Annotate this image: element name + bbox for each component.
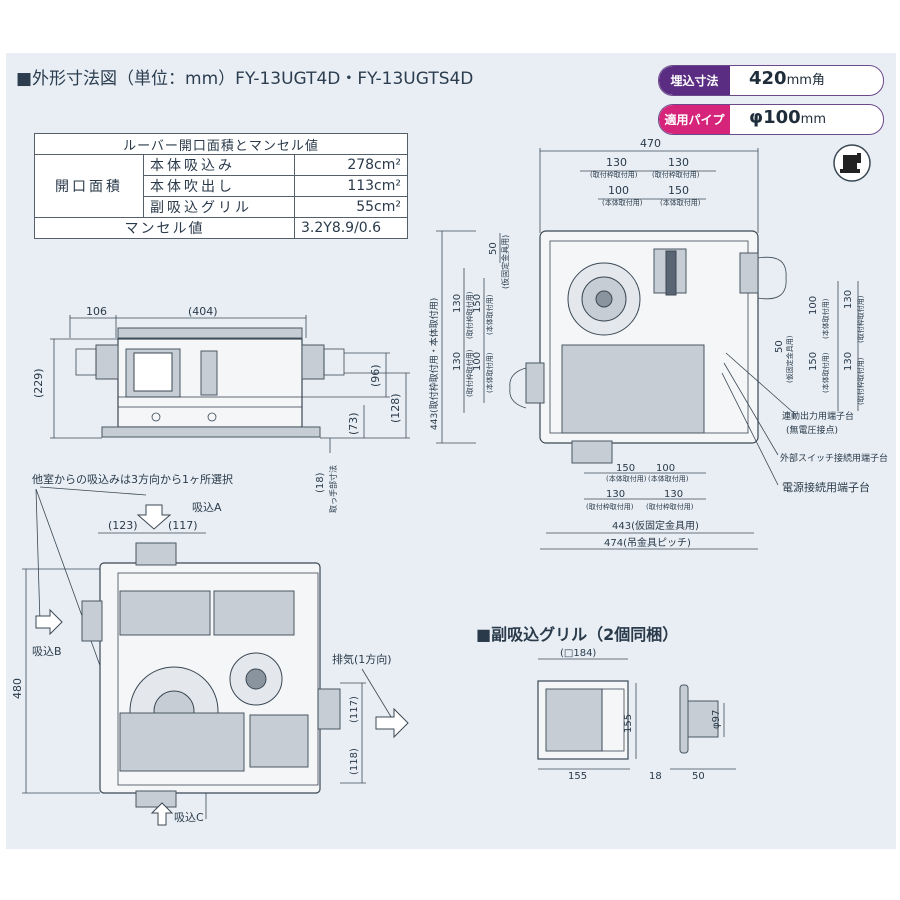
dim-right-note-150: (本体取付用): [821, 352, 830, 393]
intake-a-label: 吸込A: [192, 501, 222, 514]
dim-top-100: 100: [608, 184, 629, 197]
dim-grille-155h: 155: [568, 771, 587, 782]
dim-bottom-150: 150: [616, 463, 635, 474]
top-view: 470 130 130 (取付枠取付用) (取付枠取付用) 100 150 (本…: [428, 137, 888, 550]
dim-grille-155v: 155: [623, 714, 634, 733]
dim-grille-18: 18: [649, 771, 662, 782]
dim-left-note-50: (仮固定金具用): [500, 235, 510, 289]
munsell-label: マンセル値: [34, 217, 295, 239]
opening-area-label: 開口面積: [34, 154, 144, 218]
dim-left-50: 50: [488, 242, 499, 255]
grille-title: ■副吸込グリル（2個同梱）: [476, 625, 678, 644]
dim-left-150: 150: [472, 294, 483, 313]
spec-value: 420mm角: [749, 68, 825, 89]
row-value: 113cm²: [294, 175, 408, 197]
dim-side-73: (73): [347, 412, 360, 435]
spec-value: φ100mm: [749, 107, 826, 128]
dim-side-128: (128): [389, 393, 402, 423]
spec-embed-size: 埋込寸法 420mm角: [658, 65, 884, 96]
dim-bottom-note-130a: (取付枠取付用): [586, 502, 634, 511]
dim-bottom-note-130b: (取付枠取付用): [646, 502, 694, 511]
handle-note: 取っ手部寸法: [328, 465, 338, 513]
dim-left-100: 100: [472, 352, 483, 371]
dim-top-note-c: (本体取付用): [602, 198, 643, 207]
dim-right-100: 100: [808, 296, 819, 315]
dim-bottom-note-150: (本体取付用): [606, 474, 647, 483]
duct-icon: [833, 144, 871, 182]
dim-plan-480: 480: [11, 678, 24, 699]
page-title: ■外形寸法図（単位：mm）FY-13UGT4D・FY-13UGTS4D: [16, 69, 474, 89]
dim-top-130b: 130: [668, 156, 689, 169]
dim-bottom-note-100: (本体取付用): [648, 474, 689, 483]
dim-top-150: 150: [668, 184, 689, 197]
dim-right-130a: 130: [843, 290, 854, 309]
dim-left-note-100: (本体取付用): [485, 352, 494, 393]
drawing-sheet: ■外形寸法図（単位：mm）FY-13UGT4D・FY-13UGTS4D 埋込寸法…: [6, 53, 896, 849]
dim-top-130a: 130: [606, 156, 627, 169]
dim-side-18: (18): [315, 472, 326, 493]
dim-left-443: 443(取付枠取付用・本体取付用): [428, 298, 440, 430]
dim-top-470: 470: [640, 137, 661, 150]
dim-right-note-50: (仮固定金具用): [785, 335, 794, 383]
dim-grille-50: 50: [692, 771, 705, 782]
dim-bottom-130a: 130: [606, 489, 625, 500]
technical-drawing: 106 (404) (229) (96): [11, 137, 888, 826]
dim-plan-118: (118): [349, 748, 360, 775]
callout-external-switch: 外部スイッチ接続用端子台: [780, 452, 888, 464]
spec-pipe: 適用パイプ φ100mm: [658, 104, 884, 135]
row-value: 278cm²: [294, 154, 408, 176]
dim-top-note-b: (取付枠取付用): [652, 170, 700, 179]
dim-left-note-130b: (取付枠取付用): [465, 349, 474, 397]
dim-grille-phi97: φ97: [711, 710, 722, 729]
dim-bottom-474: 474(吊金具ピッチ): [604, 536, 691, 549]
plan-view: 他室からの吸込みは3方向から1ヶ所選択 吸込A (123) (117): [11, 472, 409, 826]
dim-left-note-130a: (取付枠取付用): [465, 291, 474, 339]
dim-left-130b: 130: [452, 352, 463, 371]
intake-note: 他室からの吸込みは3方向から1ヶ所選択: [32, 472, 233, 486]
dim-side-96: (96): [369, 364, 382, 387]
dim-bottom-443: 443(仮固定金具用): [612, 519, 699, 532]
row-label: 本体吹出し: [143, 175, 295, 197]
dim-bottom-100: 100: [656, 463, 675, 474]
louver-table: ルーバー開口面積とマンセル値 開口面積 本体吸込み 278cm² 本体吹出し 1…: [34, 133, 408, 239]
dim-plan-123: (123): [108, 519, 138, 532]
dim-top-note-a: (取付枠取付用): [590, 170, 638, 179]
dim-right-note-130a: (取付枠取付用): [856, 295, 865, 343]
dim-right-50: 50: [774, 340, 785, 353]
callout-interlock: 連動出力用端子台: [782, 410, 854, 422]
side-view: 106 (404) (229) (96): [32, 305, 410, 513]
intake-b-label: 吸込B: [32, 645, 62, 658]
dim-left-130a: 130: [452, 294, 463, 313]
munsell-value: 3.2Y8.9/0.6: [294, 217, 408, 239]
spec-label: 埋込寸法: [659, 66, 730, 95]
callout-interlock-note: (無電圧接点): [786, 424, 838, 436]
dim-plan-117b: (117): [349, 696, 360, 723]
spec-label: 適用パイプ: [659, 105, 730, 134]
dim-plan-117a: (117): [168, 519, 198, 532]
dim-right-note-100: (本体取付用): [821, 298, 830, 339]
dim-right-150: 150: [808, 352, 819, 371]
dim-side-404: (404): [188, 305, 218, 318]
dim-bottom-130b: 130: [664, 489, 683, 500]
dim-right-130b: 130: [843, 352, 854, 371]
exhaust-label: 排気(1方向): [332, 652, 392, 666]
dim-side-229: (229): [32, 368, 45, 398]
callout-power: 電源接続用端子台: [782, 480, 870, 494]
grille-view: ■副吸込グリル（2個同梱） (□184) 155 155 φ97 18 50: [476, 625, 736, 782]
dim-top-note-d: (本体取付用): [660, 198, 701, 207]
dim-side-106: 106: [86, 305, 107, 318]
intake-c-label: 吸込C: [174, 811, 204, 824]
dim-left-note-150: (本体取付用): [485, 294, 494, 335]
dim-grille-184: (□184): [560, 648, 596, 659]
dim-right-note-130b: (取付枠取付用): [856, 357, 865, 405]
